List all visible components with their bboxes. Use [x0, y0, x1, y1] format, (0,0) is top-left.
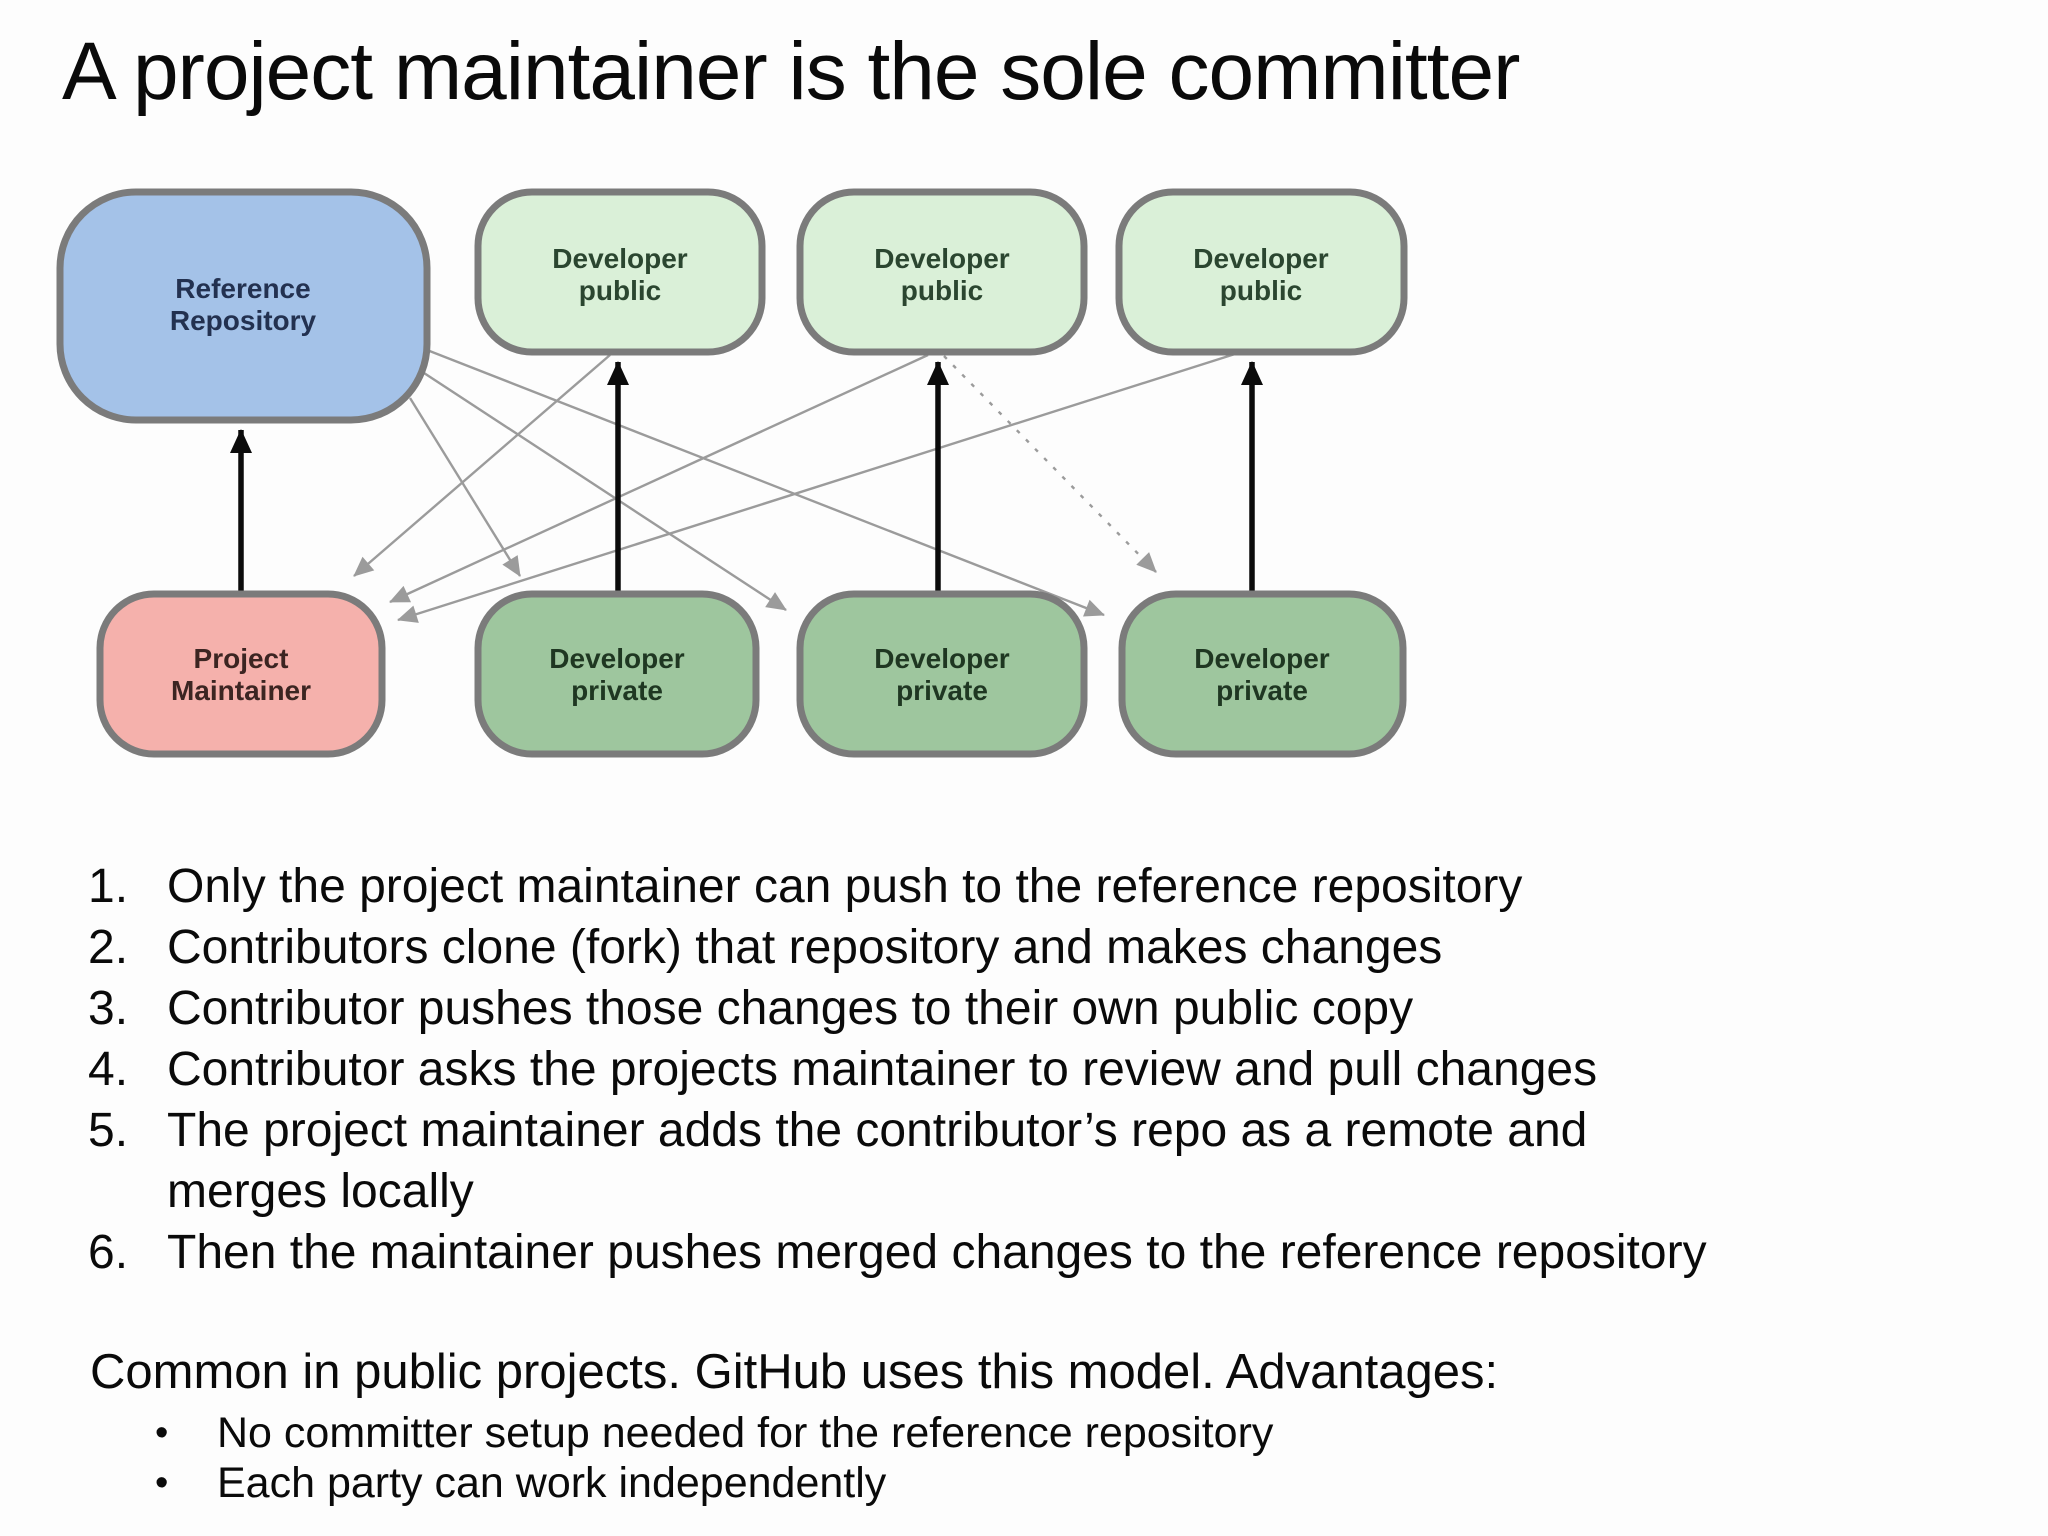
step-text: Contributor asks the projects maintainer…: [167, 1043, 1598, 1096]
node-developer-public-3-label-line2: public: [1220, 275, 1302, 306]
node-developer-private-1-label-line2: private: [571, 675, 663, 706]
edge-pull-3: [397, 352, 1236, 623]
edge-clone-1: [408, 397, 522, 577]
node-developer-public-2-label-line2: public: [901, 275, 983, 306]
step-text: Contributors clone (fork) that repositor…: [167, 921, 1443, 974]
node-developer-public-1-label-line1: Developer: [552, 243, 687, 274]
node-developer-private-2: Developer private: [796, 590, 1088, 758]
step-text: Contributor pushes those changes to thei…: [167, 982, 1414, 1035]
bullet-text: No committer setup needed for the refere…: [217, 1409, 1274, 1457]
node-project-maintainer-shape: [96, 590, 386, 758]
summary-bullets: • No committer setup needed for the refe…: [155, 1408, 1955, 1508]
bullet-icon: •: [155, 1462, 169, 1504]
node-reference-repository-label-line1: Reference: [175, 273, 310, 304]
step-item-3: 3. Contributor pushes those changes to t…: [88, 978, 1928, 1039]
step-text: Then the maintainer pushes merged change…: [167, 1226, 1707, 1279]
node-developer-public-2: Developer public: [796, 188, 1088, 356]
step-number: 1.: [88, 860, 129, 913]
step-number: 2.: [88, 921, 129, 974]
steps-list: 1. Only the project maintainer can push …: [88, 856, 1928, 1283]
node-developer-private-1-shape: [474, 590, 760, 758]
step-item-1: 1. Only the project maintainer can push …: [88, 856, 1928, 917]
bullet-icon: •: [155, 1412, 169, 1454]
workflow-diagram: Reference Repository Developer public De…: [56, 188, 1408, 758]
step-number: 6.: [88, 1226, 129, 1279]
node-project-maintainer-label-line1: Project: [194, 643, 289, 674]
edge-pull-2: [389, 353, 929, 604]
node-developer-private-3-label-line2: private: [1216, 675, 1308, 706]
node-project-maintainer-label-line2: Maintainer: [171, 675, 311, 706]
edge-pull-1: [353, 354, 611, 577]
step-number: 3.: [88, 982, 129, 1035]
node-developer-public-1: Developer public: [474, 188, 766, 356]
node-reference-repository: Reference Repository: [56, 188, 431, 424]
node-developer-public-2-label-line1: Developer: [874, 243, 1009, 274]
step-number: 4.: [88, 1043, 129, 1096]
node-reference-repository-shape: [56, 188, 431, 424]
node-developer-private-2-shape: [796, 590, 1088, 758]
node-developer-private-3-label-line1: Developer: [1194, 643, 1329, 674]
step-text: The project maintainer adds the contribu…: [167, 1104, 1588, 1218]
bullet-item-1: • No committer setup needed for the refe…: [155, 1408, 1955, 1458]
node-developer-public-1-shape: [474, 188, 766, 356]
node-developer-private-2-label-line2: private: [896, 675, 988, 706]
node-project-maintainer: Project Maintainer: [96, 590, 386, 758]
node-developer-public-1-label-line2: public: [579, 275, 661, 306]
node-developer-public-2-shape: [796, 188, 1088, 356]
node-developer-private-1: Developer private: [474, 590, 760, 758]
node-developer-private-3: Developer private: [1118, 590, 1407, 758]
step-item-4: 4. Contributor asks the projects maintai…: [88, 1039, 1928, 1100]
edge-clone-3: [426, 348, 1105, 617]
node-developer-private-2-label-line1: Developer: [874, 643, 1009, 674]
step-item-5: 5. The project maintainer adds the contr…: [88, 1100, 1928, 1222]
bullet-item-2: • Each party can work independently: [155, 1458, 1955, 1508]
node-reference-repository-label-line2: Repository: [170, 305, 317, 336]
summary-lead: Common in public projects. GitHub uses t…: [90, 1345, 1499, 1399]
step-number: 5.: [88, 1104, 129, 1157]
node-developer-private-1-label-line1: Developer: [549, 643, 684, 674]
node-developer-private-3-shape: [1118, 590, 1407, 758]
step-text: Only the project maintainer can push to …: [167, 860, 1523, 913]
step-item-2: 2. Contributors clone (fork) that reposi…: [88, 917, 1928, 978]
step-item-6: 6. Then the maintainer pushes merged cha…: [88, 1222, 1928, 1283]
page-title: A project maintainer is the sole committ…: [62, 26, 1520, 117]
node-developer-public-3-label-line1: Developer: [1193, 243, 1328, 274]
node-developer-public-3-shape: [1115, 188, 1408, 356]
bullet-text: Each party can work independently: [217, 1459, 887, 1507]
edge-clone-2: [423, 371, 787, 612]
node-developer-public-3: Developer public: [1115, 188, 1408, 356]
